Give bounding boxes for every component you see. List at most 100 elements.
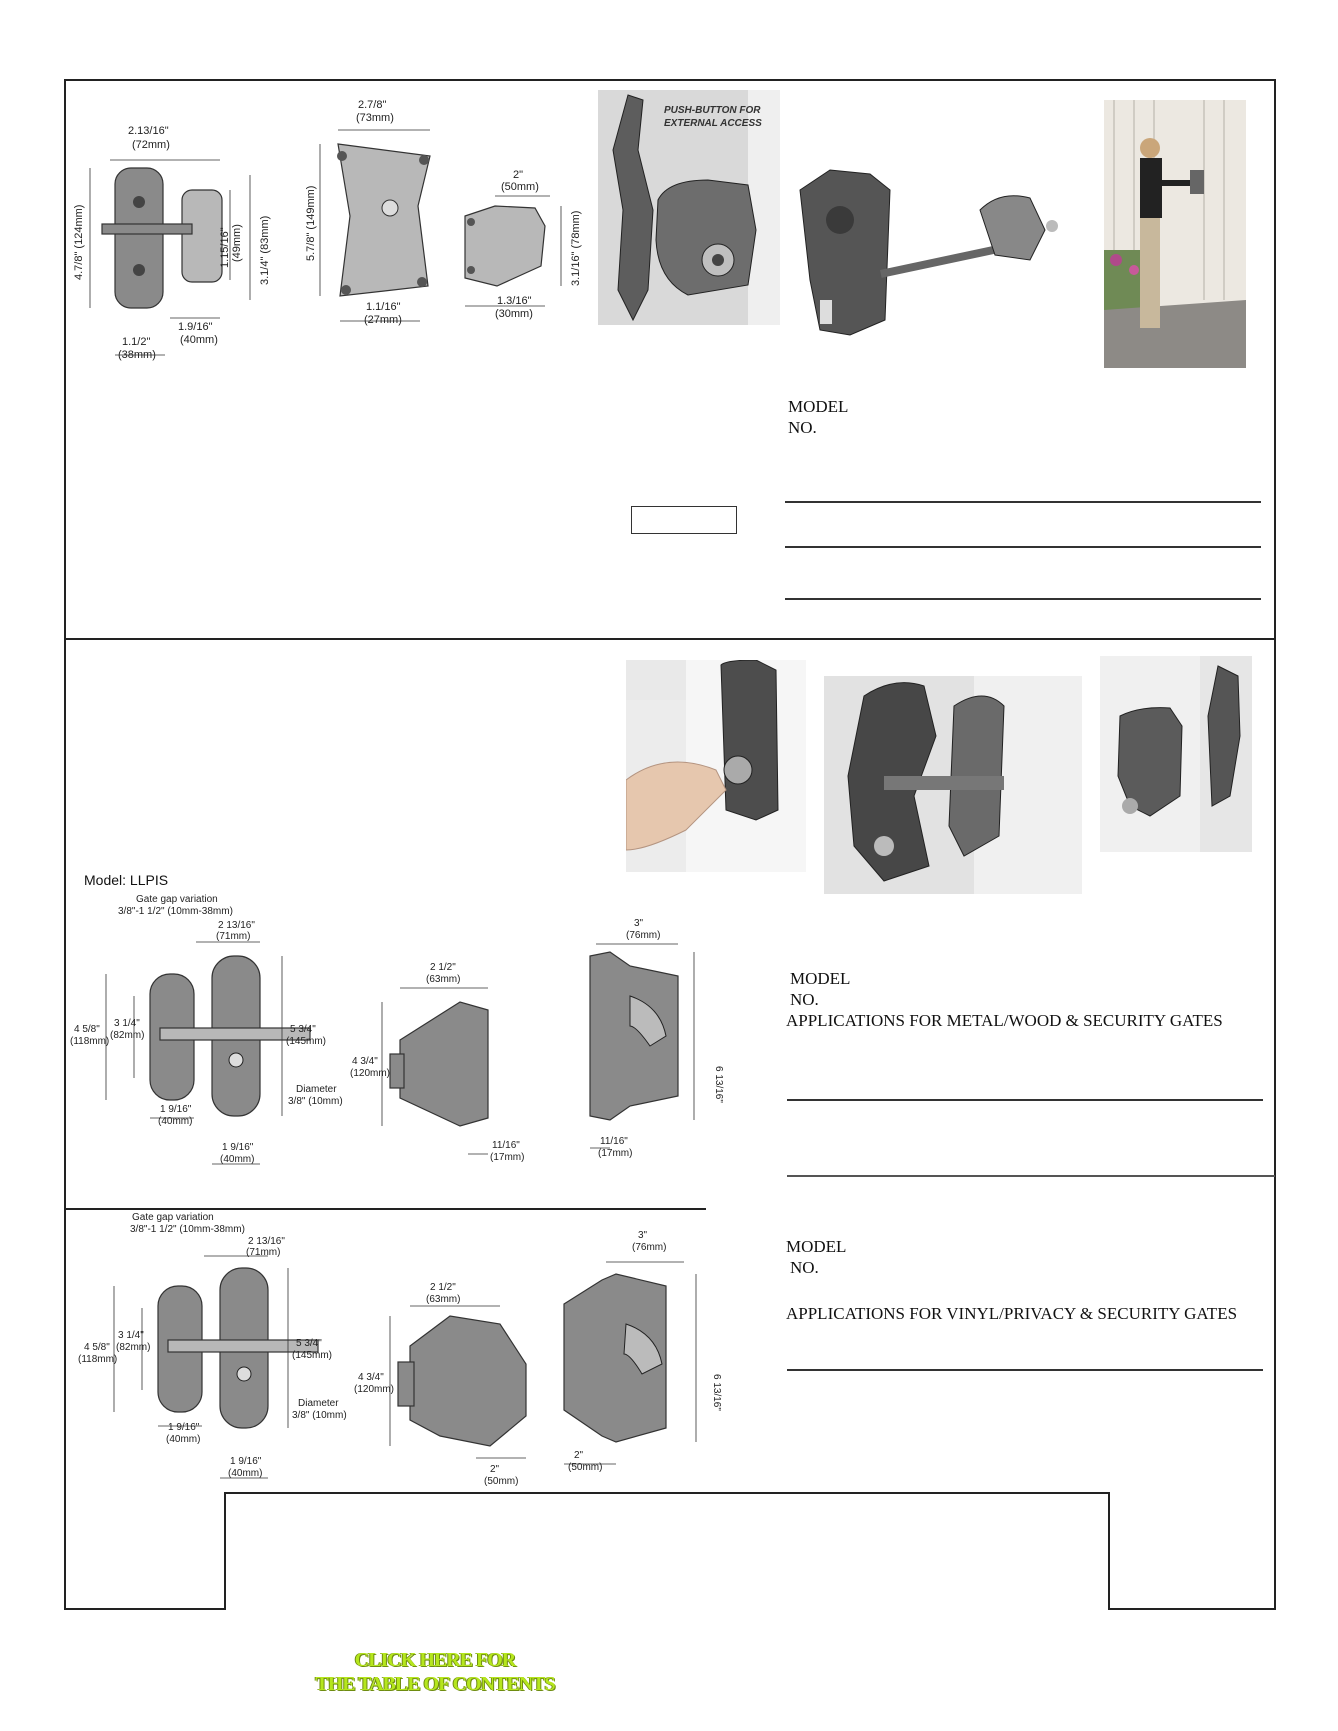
photo-caption: EXTERNAL ACCESS xyxy=(664,118,762,129)
dim-text: (118mm) xyxy=(78,1354,117,1365)
frame-notch-top xyxy=(224,1492,1110,1494)
dim-text: 4 3/4" xyxy=(352,1056,378,1067)
dim-text: (49mm) xyxy=(231,224,243,262)
dim-text: 2" xyxy=(513,169,523,181)
dim-text: Gate gap variation xyxy=(136,894,218,905)
dim-text: 2" xyxy=(490,1464,500,1475)
dim-text: (82mm) xyxy=(116,1342,150,1353)
dim-text: 3/8" (10mm) xyxy=(288,1096,343,1107)
field-rule xyxy=(787,1099,1263,1101)
dim-text: (145mm) xyxy=(286,1036,326,1047)
model-label-2: MODEL NO. xyxy=(790,968,850,1010)
photo-latch-assembly xyxy=(790,160,1070,340)
dim-text: 3/8"-1 1/2" (10mm-38mm) xyxy=(130,1224,245,1235)
dim-text: 2 1/2" xyxy=(430,962,456,973)
dim-text: (30mm) xyxy=(495,308,533,320)
toc-link-line: CLICK HERE FOR xyxy=(354,1649,516,1671)
dim-text: (27mm) xyxy=(364,314,402,326)
dim-text: (40mm) xyxy=(220,1154,254,1165)
dim-text: (71mm) xyxy=(216,931,250,942)
photo-push-button-lock: PUSH-BUTTON FOR EXTERNAL ACCESS xyxy=(598,90,780,325)
dim-text: 2.7/8" xyxy=(358,99,386,111)
keeper-stem xyxy=(397,1361,415,1407)
photo-latch-closeup xyxy=(824,676,1082,894)
dim-text: 3/8" (10mm) xyxy=(292,1410,347,1421)
dim-text: 6 13/16" xyxy=(713,1066,724,1103)
frame-divider-2 xyxy=(66,1208,706,1210)
model-label-1: MODEL NO. xyxy=(788,396,848,438)
toc-link-line: THE TABLE OF CONTENTS xyxy=(315,1673,555,1695)
dim-text: (72mm) xyxy=(132,139,170,151)
dim-text: (40mm) xyxy=(166,1434,200,1445)
frame-bottom-left xyxy=(64,1608,226,1610)
dim-text: (120mm) xyxy=(354,1384,394,1395)
drawing-llpis-keeper: 2 1/2" (63mm) 4 3/4" (120mm) 11/16" (17m… xyxy=(350,962,524,1163)
drawing-latch-dimensions: 2.13/16" (72mm) 4.7/8" (124mm) 1.15/16" … xyxy=(73,125,271,361)
applications-text: APPLICATIONS FOR METAL/WOOD & SECURITY G… xyxy=(786,1011,1223,1030)
photo-key-in-lock xyxy=(626,660,806,872)
drawing-keeper-dimensions: 2.7/8" (73mm) 5.7/8" (149mm) 1.1/16" (27… xyxy=(305,99,431,326)
dim-text: 1.1/16" xyxy=(366,301,401,313)
dim-text: 3.1/16" (78mm) xyxy=(570,211,582,286)
model-text: MODEL xyxy=(790,969,851,988)
dim-text: 2 13/16" xyxy=(218,920,255,931)
dim-text: 3" xyxy=(634,918,644,929)
drawing-llpis-side: 3" (76mm) 6 13/16" 11/16" (17mm) xyxy=(589,918,724,1159)
dim-text: (73mm) xyxy=(356,112,394,124)
dim-text: 5 3/4" xyxy=(296,1338,322,1349)
dim-text: (50mm) xyxy=(501,181,539,193)
dim-text: 1.15/16" xyxy=(219,227,231,268)
keeper-stem xyxy=(389,1053,405,1089)
field-rule xyxy=(785,598,1261,600)
frame-divider-1 xyxy=(64,638,1276,640)
dim-text: (76mm) xyxy=(632,1242,666,1253)
dim-text: 3/8"-1 1/2" (10mm-38mm) xyxy=(118,906,233,917)
dim-text: 4.7/8" (124mm) xyxy=(73,205,85,280)
dim-text: 5 3/4" xyxy=(290,1024,316,1035)
dim-text: 4 3/4" xyxy=(358,1372,384,1383)
frame-top xyxy=(64,79,1276,81)
dim-text: Diameter xyxy=(298,1398,339,1409)
side-body xyxy=(589,951,679,1121)
dim-text: 1 9/16" xyxy=(168,1422,200,1433)
drawing-llpis-latch: Gate gap variation 3/8"-1 1/2" (10mm-38m… xyxy=(70,894,343,1165)
dim-text: (17mm) xyxy=(490,1152,524,1163)
latch-pin xyxy=(159,1027,311,1041)
dim-text: Gate gap variation xyxy=(132,1212,214,1223)
frame-notch-left xyxy=(224,1492,226,1610)
dim-text: (63mm) xyxy=(426,1294,460,1305)
model-label-3: MODEL NO. xyxy=(786,1236,846,1278)
dim-text: (38mm) xyxy=(118,349,156,361)
keeper-body xyxy=(337,143,431,297)
keeper-body xyxy=(399,1001,489,1127)
photo-lock-on-post xyxy=(1100,656,1252,852)
dim-text: (40mm) xyxy=(228,1468,262,1479)
dim-text: 2 13/16" xyxy=(248,1236,285,1247)
dim-text: 3" xyxy=(638,1230,648,1241)
dim-text: (50mm) xyxy=(568,1462,602,1473)
dim-text: 1.1/2" xyxy=(122,336,150,348)
dim-text: 2.13/16" xyxy=(128,125,169,137)
model-title: Model: LLPIS xyxy=(84,872,169,888)
drawing-cap-dimensions: 2" (50mm) 3.1/16" (78mm) 1.3/16" (30mm) xyxy=(464,169,582,320)
applications-text: APPLICATIONS FOR VINYL/PRIVACY & SECURIT… xyxy=(786,1304,1238,1323)
keeper-body xyxy=(409,1315,527,1447)
dim-text: 2" xyxy=(574,1450,584,1461)
dim-text: Diameter xyxy=(296,1084,337,1095)
model-no-text: NO. xyxy=(790,990,819,1009)
dim-text: (17mm) xyxy=(598,1148,632,1159)
model-no-text: NO. xyxy=(788,418,817,437)
dim-text: 5.7/8" (149mm) xyxy=(305,186,317,261)
dim-text: 11/16" xyxy=(492,1140,520,1151)
dim-text: 4 5/8" xyxy=(74,1024,100,1035)
dim-text: 3 1/4" xyxy=(114,1018,140,1029)
dim-text: 3 1/4" xyxy=(118,1330,144,1341)
model-text: MODEL xyxy=(786,1237,847,1256)
dim-text: 4 5/8" xyxy=(84,1342,110,1353)
drawing-llpvs-keeper: 2 1/2" (63mm) 4 3/4" (120mm) 2" (50mm) xyxy=(354,1282,527,1486)
latch-body xyxy=(114,167,164,309)
dim-text: (40mm) xyxy=(180,334,218,346)
dim-text: 1 9/16" xyxy=(160,1104,192,1115)
toc-link[interactable]: CLICK HERE FOR THE TABLE OF CONTENTS xyxy=(290,1648,580,1696)
model-number-field[interactable] xyxy=(631,506,737,534)
